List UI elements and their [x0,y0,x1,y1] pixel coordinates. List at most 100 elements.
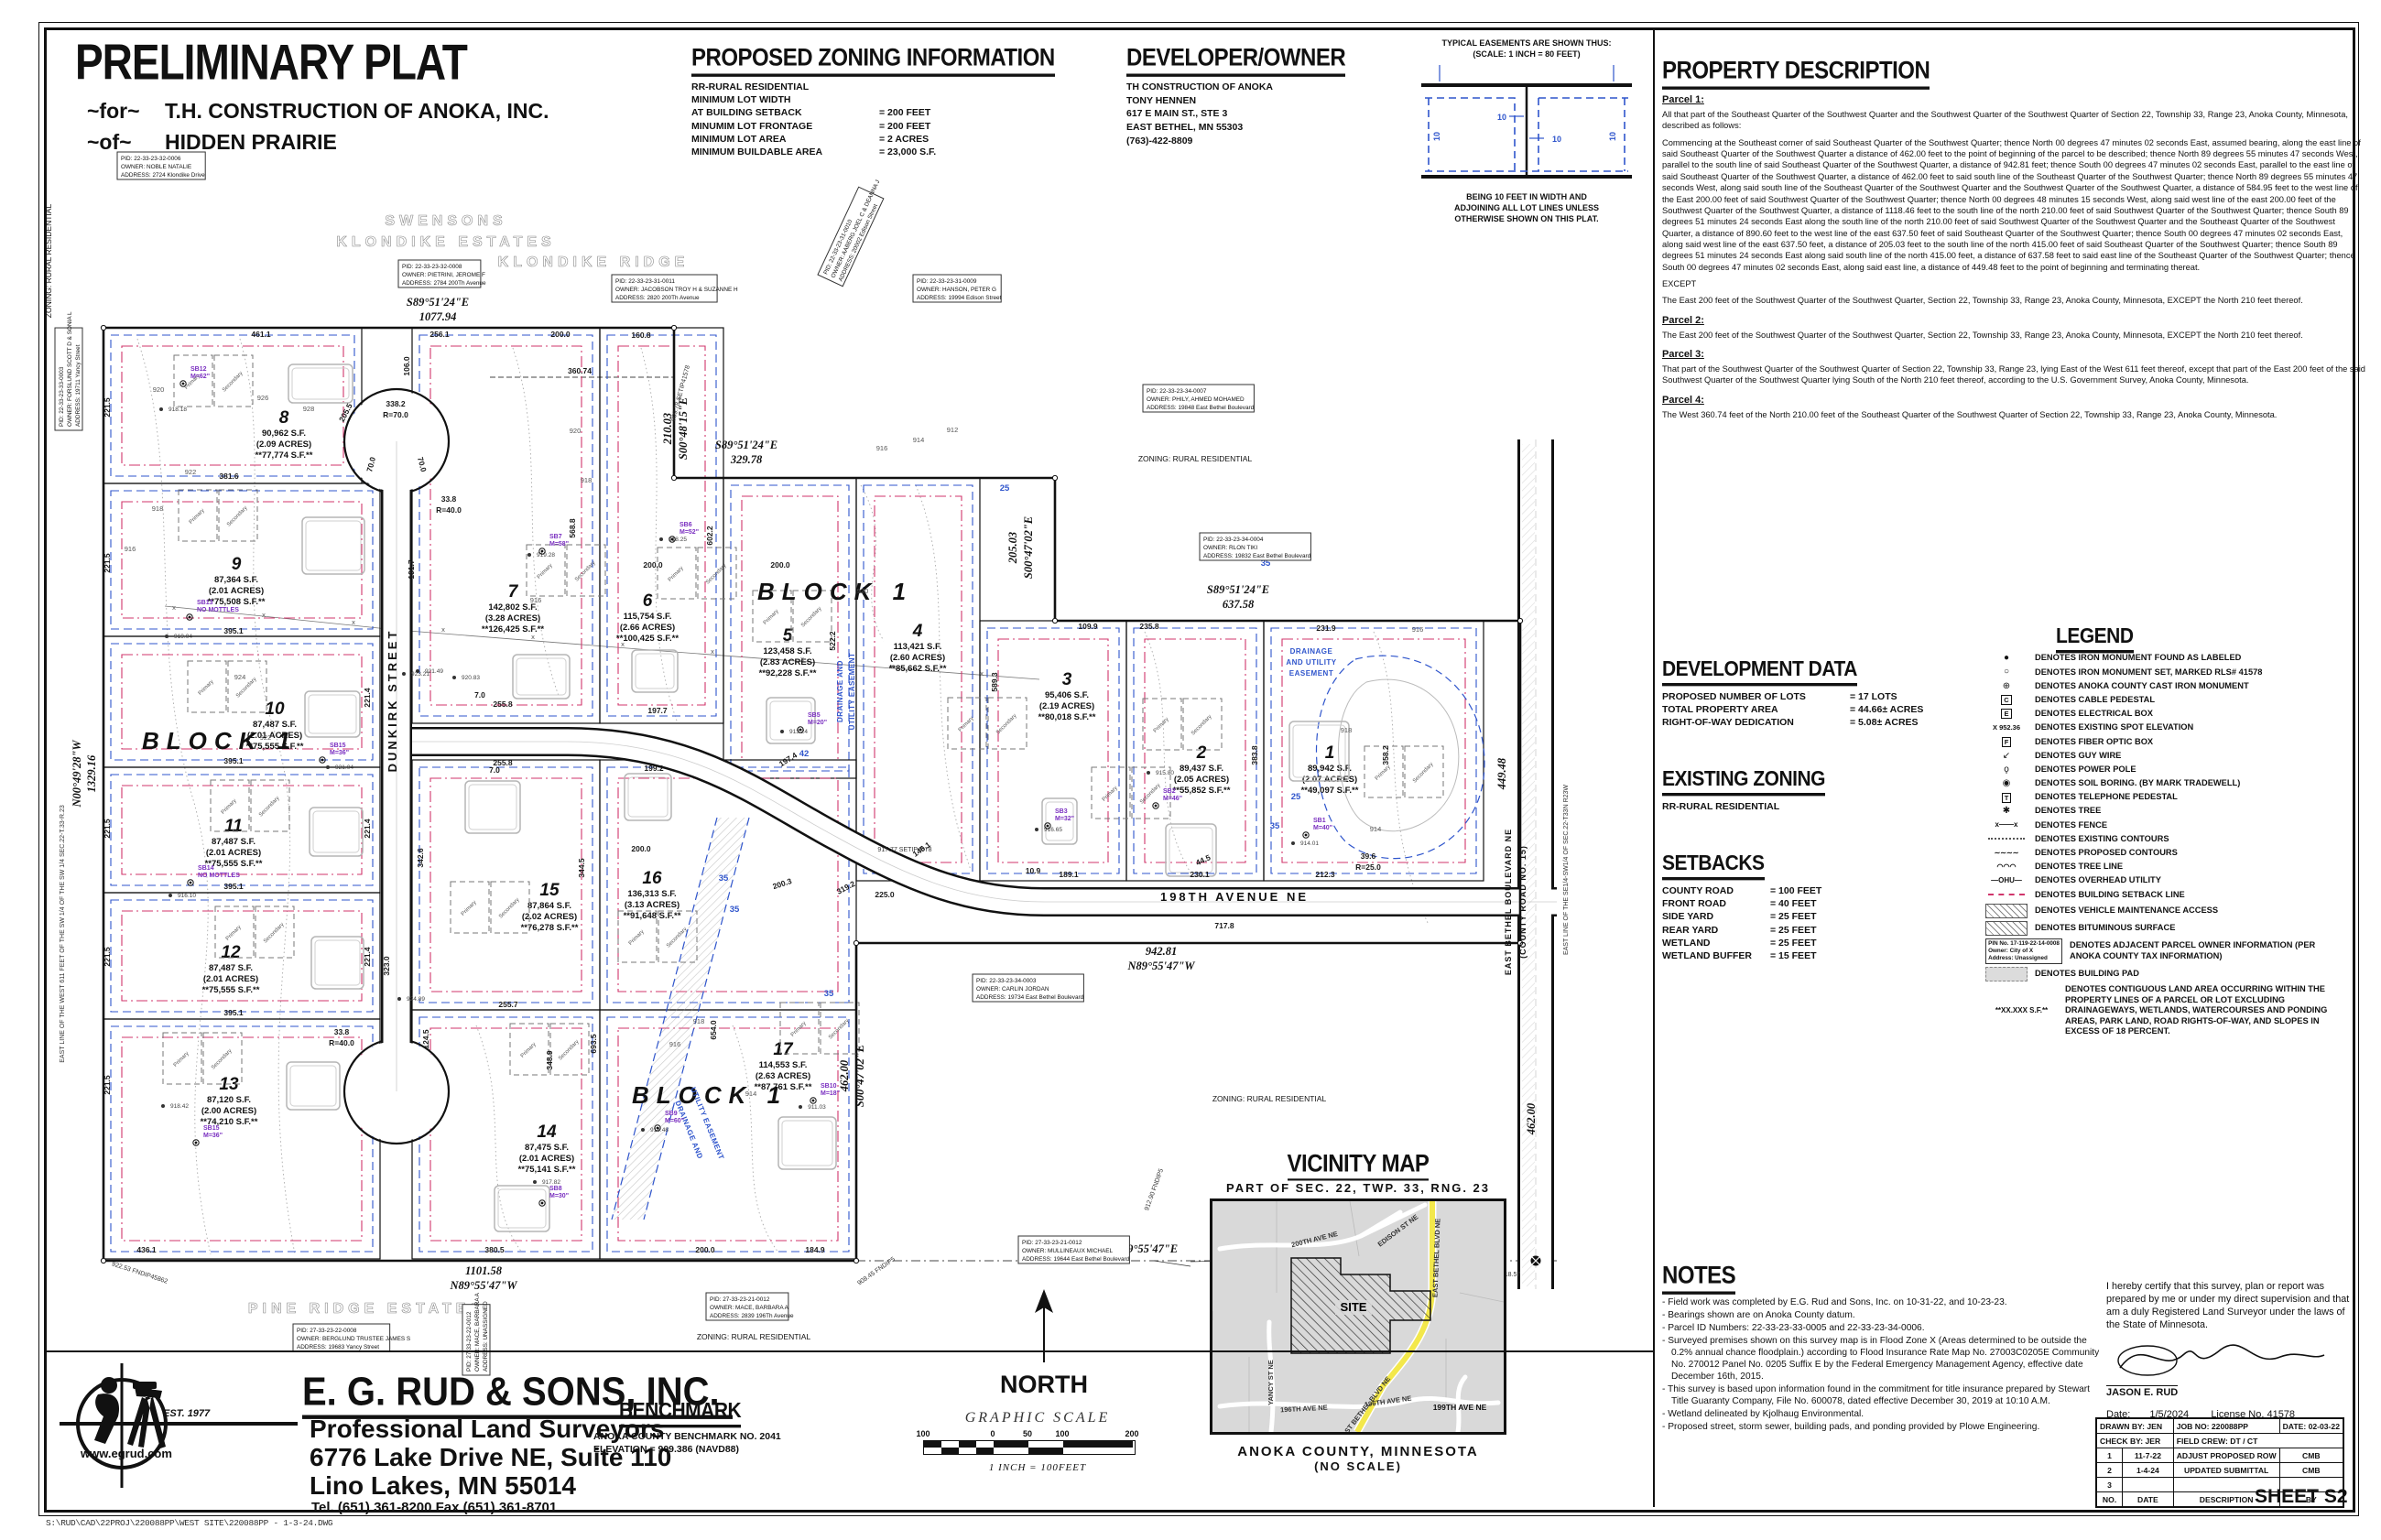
spot-elevation: 911.03 [808,1104,826,1111]
parcel-paragraph: The East 200 feet of the Southwest Quart… [1662,296,2303,306]
legend-row: DENOTES BUILDING SETBACK LINE [1978,889,2367,900]
legend-label: DENOTES ADJACENT PARCEL OWNER INFORMATIO… [2070,940,2316,960]
denotes-bituminous-surface-icon [1978,920,2035,936]
kv-label: RIGHT-OF-WAY DEDICATION [1662,717,1794,729]
pad-secondary-label: Secondary [222,371,245,394]
lot-17-acres: (2.63 ACRES) [756,1071,810,1081]
development-data-title: DEVELOPMENT DATA [1662,657,1857,687]
pad-secondary-label: Secondary [800,606,823,629]
plat-annotation: EAST LINE OF THE WEST 611 FEET OF THE SW… [60,805,66,1063]
pin-example-line: PIN No. 17-119-22-14-0008 [1988,939,2060,947]
pad-primary-label: Primary [628,929,646,947]
kv-value: = 40 FEET [1770,898,1817,910]
developer-owner-section: DEVELOPER/OWNER TH CONSTRUCTION OF ANOKA… [1126,44,1364,147]
lot-10-easement [110,643,374,761]
pad-primary-label: Primary [790,1021,808,1038]
denotes-tree-icon: ✱ [2002,806,2011,817]
adjacent-parcel-line: OWNER: PHILY, AHMED MOHAMED [1147,396,1245,403]
plat-annotation: 255.8 [493,700,513,709]
lot-1: 189,942 S.F.(2.07 ACRES)**49,097 S.F.** [1263,620,1484,882]
adjacent-parcel-line: PID: 27-33-23-21-0012 [1022,1240,1082,1246]
contour-label: 922 [185,468,197,476]
pad-primary-label: Primary [461,900,478,917]
spot-elevation: 918.42 [170,1103,189,1110]
surveyor-signature-name: JASON E. RUD [2106,1385,2179,1399]
kv-row: RIGHT-OF-WAY DEDICATION= 5.08± ACRES [1662,716,2019,729]
lot-14-number: 14 [537,1122,557,1142]
legend-row: DENOTES VEHICLE MAINTENANCE ACCESS [1978,903,2367,918]
block-label: BLOCK 1 [142,727,298,754]
vicinity-road-label: 199TH AVE NE [1433,1403,1487,1412]
line-style-icon: x——x [1995,820,2018,830]
plat-annotation: 124.5 [421,1029,430,1049]
building-outline [777,1116,837,1170]
notes-title: NOTES [1662,1262,1736,1295]
lot-5-acres: (2.83 ACRES) [760,657,815,667]
column-divider [1653,27,1655,1507]
parcel-heading: Parcel 3: [1662,349,1704,361]
legend-row: ○DENOTES IRON MONUMENT SET, MARKED RLS# … [1978,667,2367,678]
lot-17-easement [606,1016,850,1253]
lot-13-acres: (2.00 ACRES) [201,1106,256,1116]
pad-primary-label: Primary [668,566,685,583]
lot-1-number: 1 [1325,743,1335,763]
plat-annotation: 436.1 [136,1245,157,1254]
building-outline [464,780,521,834]
vicinity-road-label: 196TH AVE NE [1280,1404,1328,1415]
building-outline-inner [305,520,362,571]
adjacent-parcel-line: OWNER: MULLINEAUX MICHAEL [1022,1248,1114,1254]
developer-line: 617 E MAIN ST., STE 3 [1126,108,1228,120]
lot-2-area: 89,437 S.F. [1180,764,1223,774]
kv-row: COUNTY ROAD= 100 FEET [1662,884,1937,897]
pedestal-box-icon: E [2001,709,2012,720]
lot-7-setback [429,345,582,706]
lot-15-number: 15 [539,881,560,900]
adjacent-plat-name: SWENSONS [385,213,506,229]
contour-label: 916 [1412,625,1424,634]
building-outline [512,654,571,700]
legend-label: DENOTES TELEPHONE PEDESTAL [2035,792,2178,802]
fence-x-mark: x [800,655,804,663]
easement-note-line1: TYPICAL EASEMENTS ARE SHOWN THUS: [1441,38,1612,48]
contour-label: 924 [234,673,246,681]
contour-label: 928 [303,405,315,413]
denotes-anoka-county-cast-ir-icon: ⊕ [2002,680,2011,691]
note-item: - Field work was completed by E.G. Rud a… [1662,1297,2007,1307]
spot-elevation: 917.82 [542,1179,560,1186]
plat-annotation: 35 [824,989,834,999]
plat-annotation: 693.5 [589,1034,598,1054]
plat-annotation: 381.6 [219,472,239,481]
plat-annotation: 462.00 [1525,1102,1538,1135]
soil-boring-depth: M=18" [821,1090,840,1097]
lot-13-buildable: **74,210 S.F.** [201,1117,258,1127]
rev-no: 1 [2095,1448,2124,1463]
parcel-paragraph: The West 360.74 feet of the North 210.00… [1662,409,2278,419]
kv-label: RR-RURAL RESIDENTIAL [691,81,810,92]
legend-label: DENOTES IRON MONUMENT SET, MARKED RLS# 4… [2035,667,2263,677]
property-description-section: PROPERTY DESCRIPTION Parcel 1:All that p… [1662,57,2365,426]
contiguous-area-icon: **XX.XXX S.F.** [1995,1005,2049,1014]
legend-row: ●DENOTES IRON MONUMENT FOUND AS LABELED [1978,653,2367,664]
spot-elevation-marker [780,730,784,733]
plat-annotation: EASEMENT [1289,669,1333,678]
plat-annotation: 348.9 [545,1050,554,1070]
parcel-paragraph: EXCEPT [1662,279,1697,289]
sheet-number: SHEET S2 [2255,1486,2348,1507]
contour-label: 912 [947,426,959,434]
plat-annotation: 380.5 [484,1245,505,1254]
legend-row: ↙DENOTES GUY WIRE [1978,751,2367,762]
spot-elevation: 921.49 [425,668,443,675]
graphic-scale-caption: 1 INCH = 100FEET [988,1462,1087,1473]
lot-12-buildable: **75,555 S.F.** [202,985,260,995]
plat-annotation: 231.9 [1316,624,1336,633]
plat-annotation: 106.0 [402,356,411,376]
